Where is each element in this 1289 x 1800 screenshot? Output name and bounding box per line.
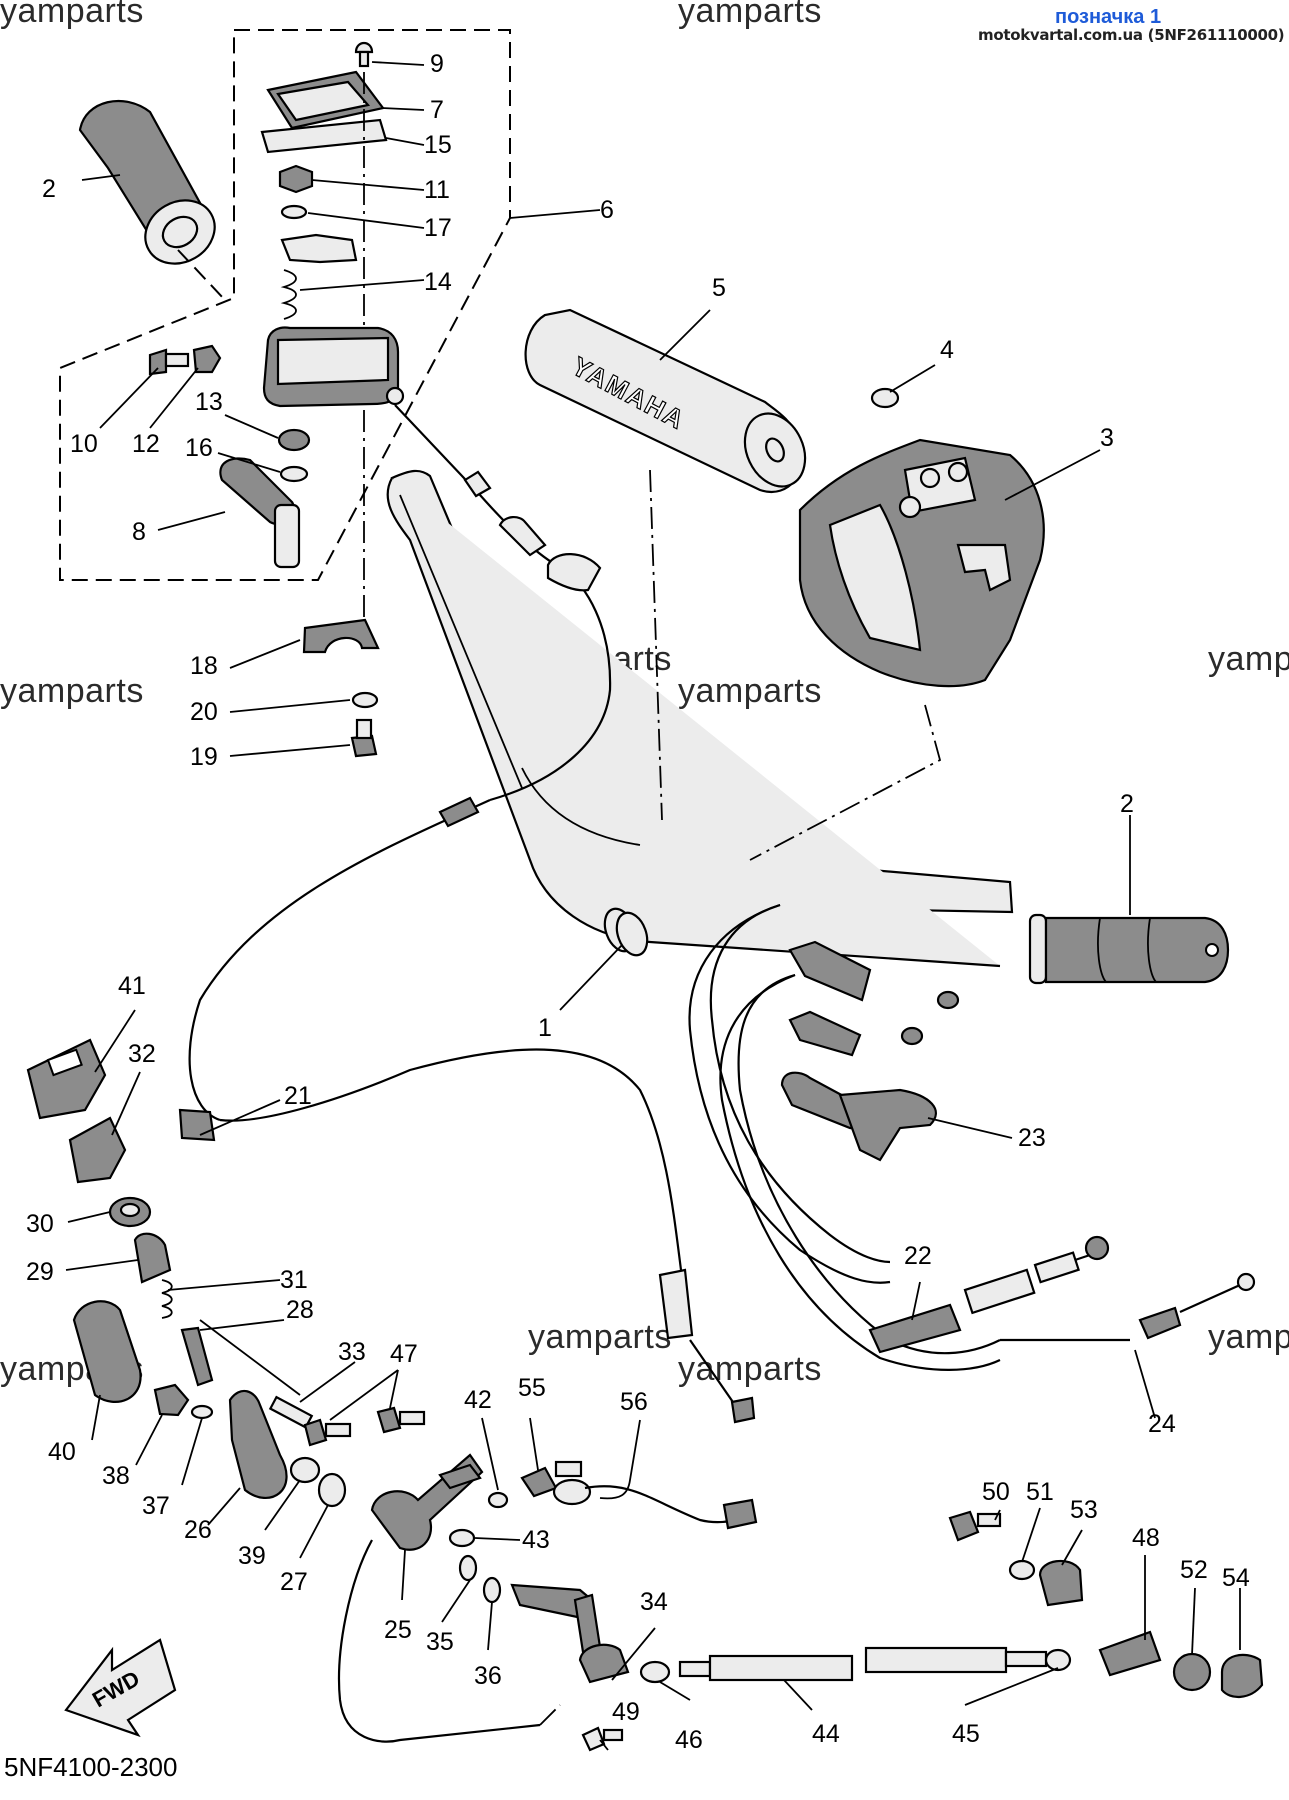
switch-41 [26,1038,107,1120]
part-label: 3 [1100,424,1114,452]
watermark: yamparts [678,0,822,30]
grip-left [78,99,216,265]
part-label: 41 [118,972,146,1000]
part-label: 40 [48,1438,76,1466]
part-label: 28 [286,1296,314,1324]
part-label: 49 [612,1698,640,1726]
lever-hardware [72,1196,347,1508]
adjuster-24 [1138,1272,1256,1340]
watermark: yamparts [1208,1318,1289,1356]
header-title[interactable]: позначка 1 [1055,6,1162,28]
part-label: 53 [1070,1496,1098,1524]
part-label: 23 [1018,1124,1046,1152]
sensor-56 [520,1460,758,1530]
fwd-arrow: FWD [64,1638,177,1738]
part-label: 27 [280,1568,308,1596]
leader-lines [65,61,1241,1751]
part-label: 13 [195,388,223,416]
part-label: 38 [102,1462,130,1490]
part-label: 19 [190,743,218,771]
part-label: 31 [280,1266,308,1294]
part-label: 17 [424,214,452,242]
watermark: yamparts [1208,640,1289,678]
part-label: 26 [184,1516,212,1544]
adjuster-22 [868,1235,1110,1354]
part-label: 6 [600,196,614,224]
grip-right [1028,913,1230,985]
part-label: 50 [982,1478,1010,1506]
part-label: 42 [464,1386,492,1414]
part-label: 18 [190,652,218,680]
part-label: 44 [812,1720,840,1748]
part-label: 16 [185,434,213,462]
part-label: 10 [70,430,98,458]
part-label: 51 [1026,1478,1054,1506]
part-label: 7 [430,96,444,124]
brake-cable-22 [709,903,891,1264]
handlebar [386,469,1014,968]
linkage [303,1406,509,1604]
part-label: 8 [132,518,146,546]
part-label: 52 [1180,1556,1208,1584]
part-label: 37 [142,1492,170,1520]
part-label: 48 [1132,1524,1160,1552]
part-label: 56 [620,1388,648,1416]
part-label: 36 [474,1662,502,1690]
watermark: yamparts [528,1318,672,1356]
watermark: yamparts [678,672,822,710]
part-label: 55 [518,1374,546,1402]
cap-plug [870,387,900,409]
part-label: 32 [128,1040,156,1068]
brake-cable-24 [737,973,1001,1355]
part-label: 14 [424,268,452,296]
part-label: 1 [538,1014,552,1042]
part-label: 9 [430,50,444,78]
part-label: 21 [284,1082,312,1110]
shift-rod [510,1583,1264,1752]
part-label: 5 [712,274,726,302]
cover-32 [68,1116,127,1184]
part-label: 12 [132,430,160,458]
cable-21 [188,798,491,1122]
part-label: 29 [26,1258,54,1286]
part-labels: 9 7 15 11 17 14 6 2 10 12 13 16 8 18 20 … [26,50,1250,1754]
part-label: 43 [522,1526,550,1554]
clamp-parts [302,618,380,758]
part-label: 25 [384,1616,412,1644]
part-label: 24 [1148,1410,1176,1438]
part-label: 35 [426,1628,454,1656]
part-label: 15 [424,131,452,159]
part-label: 20 [190,698,218,726]
part-label: 46 [675,1726,703,1754]
part-label: 22 [904,1242,932,1270]
handlebar-pad: YAMAHA [524,308,807,493]
part-label: 11 [424,176,450,204]
header-subtitle: motokvartal.com.ua (5NF261110000) [978,26,1285,44]
diagram-code: 5NF4100-2300 [4,1752,178,1782]
throttle-housing-assy [148,41,405,569]
part-label: 2 [42,175,56,203]
watermark: yamparts [0,672,144,710]
part-label: 33 [338,1338,366,1366]
part-label: 4 [940,336,954,364]
switch-23 [780,1071,937,1162]
part-label: 2 [1120,790,1134,818]
part-label: 47 [390,1340,418,1368]
throttle-cover [798,438,1045,688]
part-label: 34 [640,1588,668,1616]
assembly-boundary [59,29,511,581]
part-label: 30 [26,1210,54,1238]
part-label: 39 [238,1542,266,1570]
watermark: yamparts [0,0,144,30]
part-label: 45 [952,1720,980,1748]
part-label: 54 [1222,1564,1250,1592]
pivot-hardware [948,1510,1084,1607]
